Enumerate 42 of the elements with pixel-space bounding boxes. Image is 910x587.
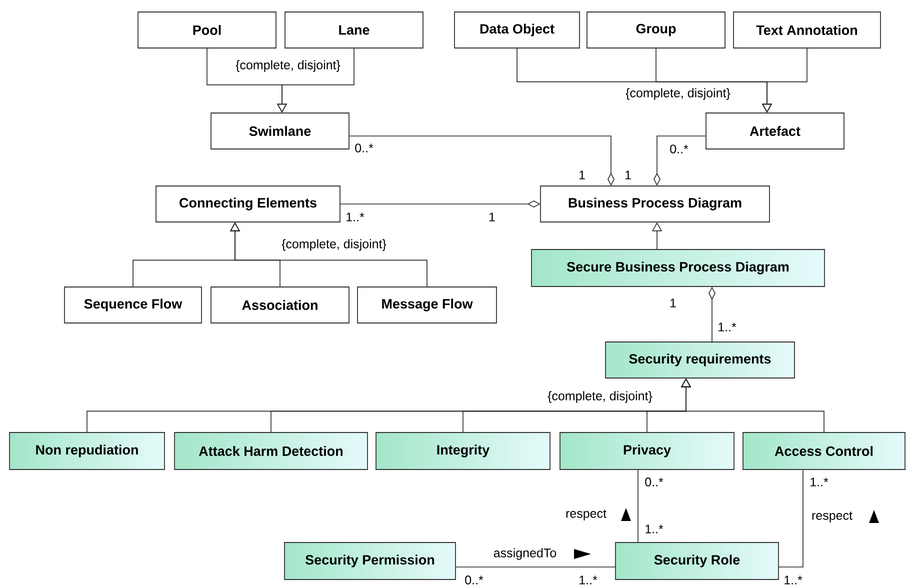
class-box: Privacy <box>560 432 734 470</box>
multiplicity-label: 1 <box>489 212 495 222</box>
class-box: Integrity <box>376 432 550 470</box>
class-box: Security requirements <box>605 342 795 378</box>
class-box: Secure Business Process Diagram <box>531 249 825 287</box>
constraint-label: {complete, disjoint} <box>282 239 386 251</box>
class-box: Artefact <box>706 112 844 150</box>
multiplicity-label: 1..* <box>346 212 364 222</box>
class-box: Lane <box>284 12 424 48</box>
association-line <box>778 469 804 568</box>
class-box: Message Flow <box>357 286 497 324</box>
multiplicity-label: 0..* <box>645 478 664 486</box>
constraint-label: {complete, disjoint} <box>626 88 730 100</box>
class-box: Security Role <box>615 542 779 580</box>
constraint-label: {complete, disjoint} <box>236 60 340 72</box>
multiplicity-label: 0..* <box>355 144 374 152</box>
edge-label: respect <box>810 510 854 524</box>
class-box: Pool <box>138 12 276 48</box>
class-box: Text Annotation <box>733 12 881 48</box>
class-box: Attack Harm Detection <box>174 432 368 470</box>
class-box: Group <box>586 12 726 48</box>
class-box: Non repudiation <box>9 432 165 470</box>
class-box: Swimlane <box>210 112 350 150</box>
multiplicity-label: 1..* <box>580 576 598 584</box>
multiplicity-label: 1..* <box>784 576 802 584</box>
class-box: Association <box>210 286 350 324</box>
class-box: Sequence Flow <box>64 286 202 324</box>
edge-label: respect <box>564 508 608 522</box>
class-box: Access Control <box>742 432 906 470</box>
class-box: Connecting Elements <box>156 186 340 222</box>
edge-label: assignedTo <box>492 547 558 561</box>
multiplicity-label: 1..* <box>646 524 664 534</box>
class-box: Data Object <box>454 12 580 48</box>
class-box: Security Permission <box>284 542 456 580</box>
multiplicity-label: 1 <box>670 298 676 308</box>
multiplicity-label: 0..* <box>465 576 484 584</box>
multiplicity-label: 1..* <box>810 478 828 486</box>
constraint-label: {complete, disjoint} <box>548 391 652 403</box>
multiplicity-label: 0..* <box>670 144 688 154</box>
class-box: Business Process Diagram <box>540 186 770 222</box>
association-line <box>455 566 616 568</box>
multiplicity-label: 1..* <box>718 322 736 332</box>
